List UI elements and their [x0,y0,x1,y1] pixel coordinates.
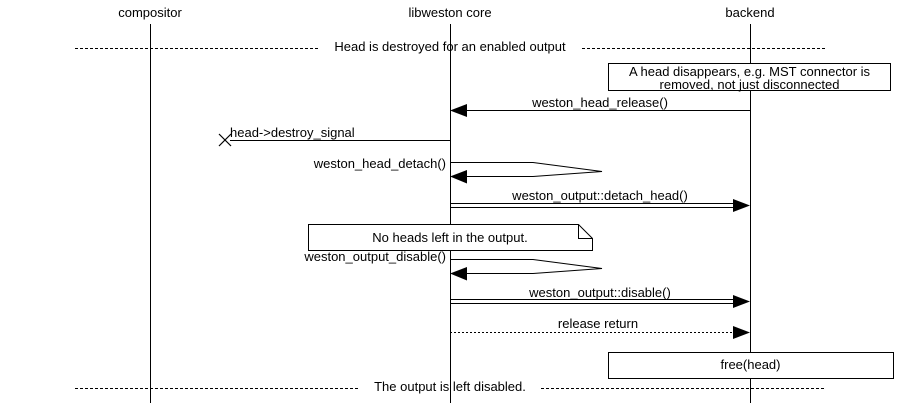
entity-label-backend: backend [725,5,775,20]
self-message-loop-head-detach [450,162,603,177]
note-no-heads-box [308,224,593,251]
arrowhead-left [450,104,467,117]
entity-label-libweston-core: libweston core [408,5,492,20]
message-label-output-disable-call: weston_output_disable() [304,249,446,264]
arrowhead-left [450,170,467,184]
message-label-destroy-signal: head->destroy_signal [230,125,355,140]
message-label-output-disable: weston_output::disable() [529,285,671,300]
note-line-1: A head disappears, e.g. MST connector is [628,64,871,79]
message-label-release-return: release return [557,316,639,331]
entity-label-compositor: compositor [118,5,182,20]
arrowhead-right [733,326,750,339]
arrowhead-left [450,267,467,281]
divider-label-output-disabled: The output is left disabled. [374,379,526,394]
note-head-disappears-box [608,63,891,91]
message-label-detach-head: weston_output::detach_head() [512,188,688,203]
message-label-head-release: weston_head_release() [532,95,668,110]
message-label-head-detach: weston_head_detach() [313,156,446,171]
divider-label-head-destroyed: Head is destroyed for an enabled output [334,39,566,54]
action-label-free-head: free(head) [720,357,781,372]
note-no-heads-text: No heads left in the output. [372,230,528,245]
arrowhead-right [733,295,750,308]
lost-message-x [218,133,232,147]
note-line-2: removed, not just disconnected [659,77,840,92]
note-folded-corner [578,224,593,239]
note-head-disappears-text: A head disappears, e.g. MST connector is… [609,65,890,91]
self-message-loop-output-disable [450,259,603,274]
arrowhead-right [733,199,750,212]
action-box-free-head [608,352,894,379]
